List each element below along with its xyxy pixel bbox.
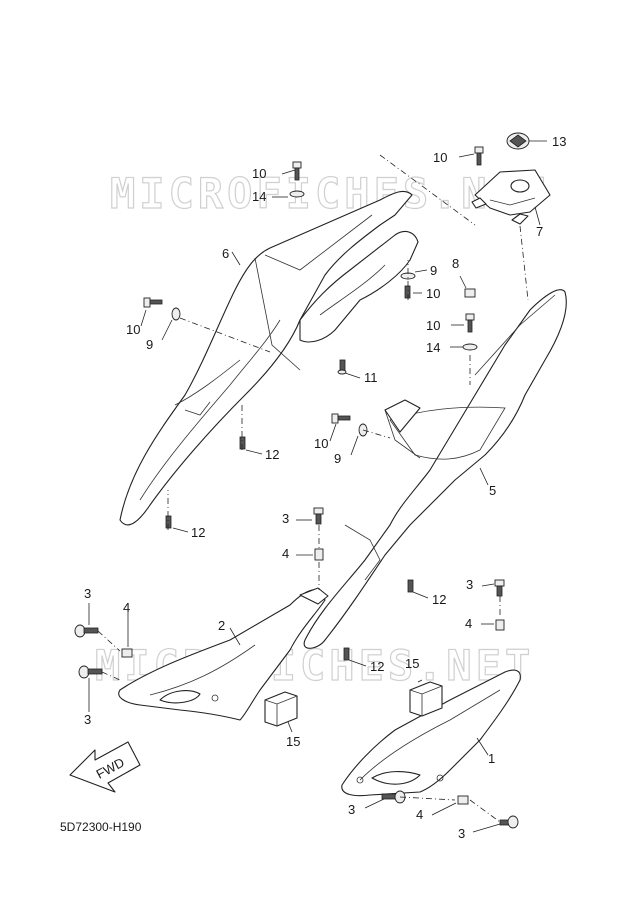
- callout-10: 10: [426, 318, 440, 333]
- part-13-emblem[interactable]: [506, 132, 530, 150]
- callout-13: 13: [552, 134, 566, 149]
- screw-10-top-left[interactable]: [289, 161, 305, 198]
- pad-15-left[interactable]: [264, 691, 298, 727]
- callout-8: 8: [452, 256, 459, 271]
- diagram-code: 5D72300-H190: [60, 820, 142, 834]
- callout-9: 9: [146, 337, 153, 352]
- callout-4: 4: [123, 600, 130, 615]
- collar-4-right-bottom[interactable]: [457, 795, 469, 805]
- callout-15: 15: [405, 656, 419, 671]
- bolt-3-left-top[interactable]: [74, 624, 99, 638]
- callout-3: 3: [348, 802, 355, 817]
- callout-14: 14: [252, 189, 266, 204]
- bolt-3-center[interactable]: [313, 507, 324, 525]
- leader-lines: [88, 140, 547, 833]
- clip-12-d[interactable]: [343, 647, 350, 661]
- screw-10-mid[interactable]: [400, 272, 416, 299]
- pad-15-right[interactable]: [409, 681, 443, 717]
- callout-10: 10: [314, 436, 328, 451]
- callout-3: 3: [84, 586, 91, 601]
- screw-10-top-right[interactable]: [474, 146, 484, 166]
- bolt-3-left-bottom[interactable]: [78, 665, 103, 679]
- callout-10: 10: [433, 150, 447, 165]
- callout-9: 9: [430, 263, 437, 278]
- callout-6: 6: [222, 246, 229, 261]
- part-1-lower-cover-right[interactable]: [341, 669, 521, 797]
- callout-2: 2: [218, 618, 225, 633]
- callout-4: 4: [465, 616, 472, 631]
- callout-15: 15: [286, 734, 300, 749]
- callout-7: 7: [536, 224, 543, 239]
- callout-3: 3: [458, 826, 465, 841]
- callout-11: 11: [364, 370, 378, 385]
- part-2-lower-cover-left[interactable]: [118, 587, 329, 721]
- nut-8[interactable]: [464, 288, 476, 298]
- bolt-3-right-top[interactable]: [494, 579, 505, 597]
- screw-10-left[interactable]: [143, 297, 181, 321]
- callout-5: 5: [489, 483, 496, 498]
- callout-10: 10: [426, 286, 440, 301]
- callout-14: 14: [426, 340, 440, 355]
- screw-10-right[interactable]: [462, 313, 478, 351]
- screw-10-center[interactable]: [331, 413, 368, 437]
- callout-12: 12: [370, 659, 384, 674]
- callout-12: 12: [265, 447, 279, 462]
- clip-11[interactable]: [337, 359, 347, 375]
- callout-4: 4: [416, 807, 423, 822]
- watermark-top: MICROFICHES.NET: [110, 169, 549, 218]
- callout-10: 10: [126, 322, 140, 337]
- callout-3: 3: [84, 712, 91, 727]
- fwd-arrow: FWD: [69, 741, 141, 793]
- part-7-bracket[interactable]: [471, 169, 551, 225]
- bolt-3-right-far[interactable]: [499, 815, 519, 829]
- part-6-side-cover-left[interactable]: [119, 190, 419, 526]
- callout-10: 10: [252, 166, 266, 181]
- callout-9: 9: [334, 451, 341, 466]
- collar-4-right-top[interactable]: [495, 619, 505, 631]
- callout-1: 1: [488, 751, 495, 766]
- collar-4-left[interactable]: [121, 648, 133, 658]
- part-5-side-cover-right[interactable]: [303, 289, 567, 649]
- callout-3: 3: [282, 511, 289, 526]
- callout-12: 12: [191, 525, 205, 540]
- bolt-3-right-bottom[interactable]: [381, 790, 406, 804]
- callout-3: 3: [466, 577, 473, 592]
- callout-12: 12: [432, 592, 446, 607]
- clip-12-c[interactable]: [407, 579, 414, 593]
- collar-4-center[interactable]: [314, 548, 324, 561]
- callout-4: 4: [282, 546, 289, 561]
- callout-labels: 10 14 10 13 7 6 9 10 8 10 9 10 14 11 10 …: [84, 134, 566, 841]
- clip-12-a[interactable]: [239, 436, 246, 450]
- clip-12-b[interactable]: [165, 515, 172, 529]
